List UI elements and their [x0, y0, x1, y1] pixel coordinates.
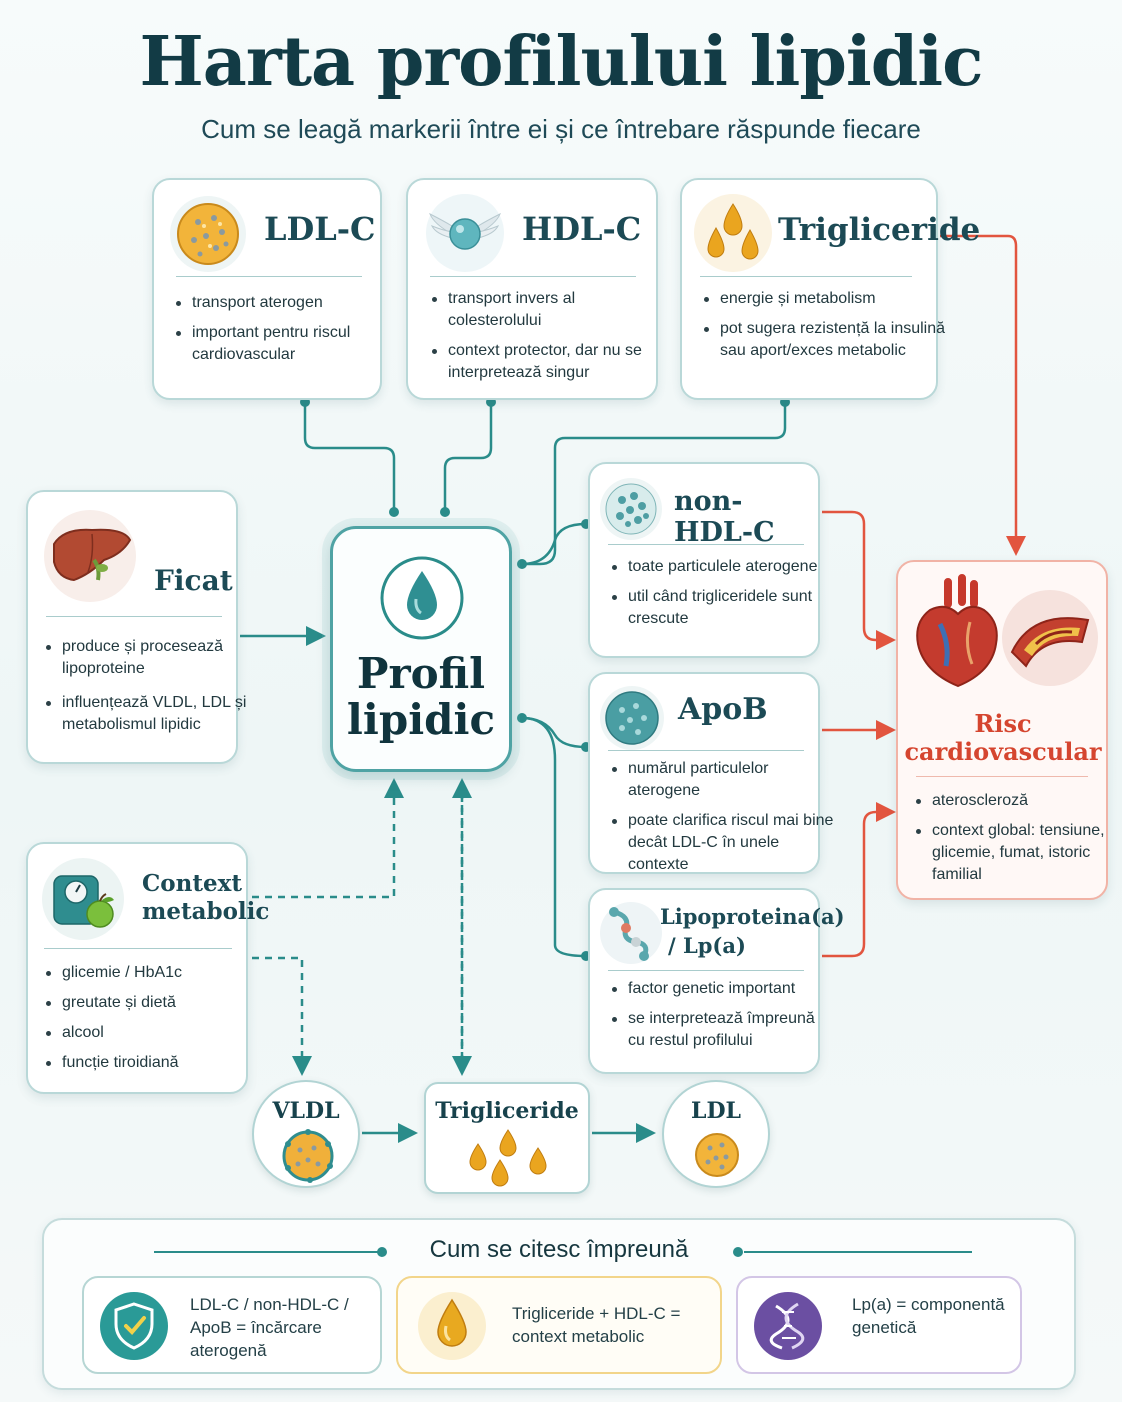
- center-label: Profil lipidic: [346, 649, 496, 744]
- profile-to-lpa-line: [521, 716, 587, 958]
- metabolic-to-profile-dashed: [252, 778, 404, 899]
- pathway-trigliceride-node: Trigliceride: [424, 1082, 590, 1194]
- artery-plaque-icon: [1002, 590, 1098, 686]
- apob-card-title: ApoB: [678, 692, 768, 727]
- tg-to-profile-line: [522, 402, 787, 566]
- nonhdl-card-title: non-HDL-C: [674, 486, 775, 548]
- list-item: produce și procesează lipoproteine: [46, 636, 248, 680]
- ldl-to-profile-line: [303, 402, 396, 512]
- list-item: glicemie / HbA1c: [46, 962, 258, 984]
- pathway-ldl-node: LDL: [662, 1080, 770, 1188]
- ficat-card-title: Ficat: [154, 564, 233, 597]
- lpa-bullets: factor genetic important se interpreteaz…: [608, 978, 834, 1060]
- profile-to-nonhdl-line: [521, 522, 587, 566]
- tg-to-risk-arrow: [940, 234, 1026, 556]
- card-ldl-c: LDL-C transport aterogen important pentr…: [152, 178, 382, 400]
- summary-panel: Cum se citesc împreună LDL-C / non-HDL-C…: [42, 1218, 1076, 1390]
- hdl-winged-particle-icon: [426, 194, 504, 272]
- list-item: numărul particulelor aterogene: [612, 758, 834, 802]
- risk-bullets: ateroscleroză context global: tensiune, …: [912, 790, 1120, 894]
- list-item: ateroscleroză: [916, 790, 1120, 812]
- list-item: greutate și dietă: [46, 992, 258, 1014]
- list-item: transport invers al colesterolului: [432, 288, 666, 332]
- dna-icon: [754, 1292, 822, 1360]
- ldl-card-title: LDL-C: [264, 210, 376, 248]
- hdl-card-title: HDL-C: [522, 210, 642, 248]
- card-risc-cardiovascular: Risc cardiovascular ateroscleroză contex…: [896, 560, 1108, 900]
- nonhdl-to-risk-arrow: [822, 510, 896, 650]
- apob-particle-icon: [600, 686, 664, 750]
- list-item: important pentru riscul cardiovascular: [176, 322, 392, 366]
- lpa-card-title: Lipoproteina(a) / Lp(a): [660, 904, 845, 958]
- nonhdl-bullets: toate particulele aterogene util când tr…: [608, 556, 832, 638]
- list-item: context protector, dar nu se interpretea…: [432, 340, 666, 384]
- lpa-to-risk-arrow: [822, 802, 896, 958]
- card-ficat: Ficat produce și procesează lipoproteine…: [26, 490, 246, 764]
- list-item: util când trigliceridele sunt crescute: [612, 586, 832, 630]
- triglyceride-drops-icon: [694, 194, 772, 272]
- summary-item-metabolic: Trigliceride + HDL-C = context metabolic: [396, 1276, 722, 1374]
- ldl-bullets: transport aterogen important pentru risc…: [172, 292, 392, 374]
- ficat-bullets: produce și procesează lipoproteine influ…: [42, 636, 248, 744]
- card-apob: ApoB numărul particulelor aterogene poat…: [588, 672, 833, 874]
- particle-cluster-icon: [600, 478, 662, 540]
- center-profil-lipidic: Profil lipidic: [330, 526, 512, 772]
- card-trigliceride: Trigliceride energie și metabolism pot s…: [680, 178, 980, 400]
- list-item: pot sugera rezistență la insulină sau ap…: [704, 318, 948, 362]
- list-item: toate particulele aterogene: [612, 556, 832, 578]
- tg-bullets: energie și metabolism pot sugera reziste…: [700, 288, 948, 370]
- list-item: energie și metabolism: [704, 288, 948, 310]
- list-item: funcție tiroidiană: [46, 1052, 258, 1074]
- metabolic-to-vldl-dashed: [252, 956, 312, 1076]
- list-item: se interpretează împreună cu restul prof…: [612, 1008, 834, 1052]
- list-item: context global: tensiune, glicemie, fuma…: [916, 820, 1120, 886]
- card-lipoproteina-a: Lipoproteina(a) / Lp(a) factor genetic i…: [588, 888, 845, 1074]
- card-hdl-c: HDL-C transport invers al colesterolului…: [406, 178, 658, 400]
- triglyceride-drops-small-icon: [469, 1129, 547, 1187]
- scale-and-apple-icon: [42, 858, 124, 940]
- shield-check-icon: [100, 1292, 168, 1360]
- apob-bullets: numărul particulelor aterogene poate cla…: [608, 758, 834, 884]
- metabolic-bullets: glicemie / HbA1c greutate și dietă alcoo…: [42, 962, 258, 1082]
- metabolic-card-title: Context metabolic: [142, 870, 270, 925]
- ldl-small-particle-icon: [695, 1133, 739, 1177]
- hdl-bullets: transport invers al colesterolului conte…: [428, 288, 666, 392]
- summary-item-genetic: Lp(a) = componentă genetică: [736, 1276, 1022, 1374]
- list-item: transport aterogen: [176, 292, 392, 314]
- card-context-metabolic: Context metabolic glicemie / HbA1c greut…: [26, 842, 269, 1094]
- hdl-to-profile-line: [443, 402, 493, 512]
- ldl-particle-icon: [170, 196, 246, 272]
- liver-icon: [44, 510, 136, 602]
- tg-card-title: Trigliceride: [778, 212, 981, 248]
- page-subtitle: Cum se leagă markerii între ei și ce înt…: [201, 114, 921, 144]
- vldl-particle-icon: [282, 1129, 334, 1183]
- pathway-vldl-node: VLDL: [252, 1080, 360, 1188]
- oil-drop-icon: [418, 1292, 486, 1360]
- card-non-hdl-c: non-HDL-C toate particulele aterogene ut…: [588, 462, 820, 658]
- list-item: poate clarifica riscul mai bine decât LD…: [612, 810, 834, 876]
- list-item: influențează VLDL, LDL și metabolismul l…: [46, 692, 248, 736]
- summary-title: Cum se citesc împreună: [429, 1236, 689, 1263]
- list-item: alcool: [46, 1022, 258, 1044]
- list-item: factor genetic important: [612, 978, 834, 1000]
- blood-drop-icon: [380, 556, 464, 640]
- lpa-chain-icon: [600, 902, 662, 964]
- heart-icon: [916, 574, 998, 688]
- page-title: Harta profilului lipidic: [139, 22, 984, 102]
- summary-item-aterogen: LDL-C / non-HDL-C / ApoB = încărcare ate…: [82, 1276, 382, 1374]
- risk-card-title: Risc cardiovascular: [904, 709, 1102, 766]
